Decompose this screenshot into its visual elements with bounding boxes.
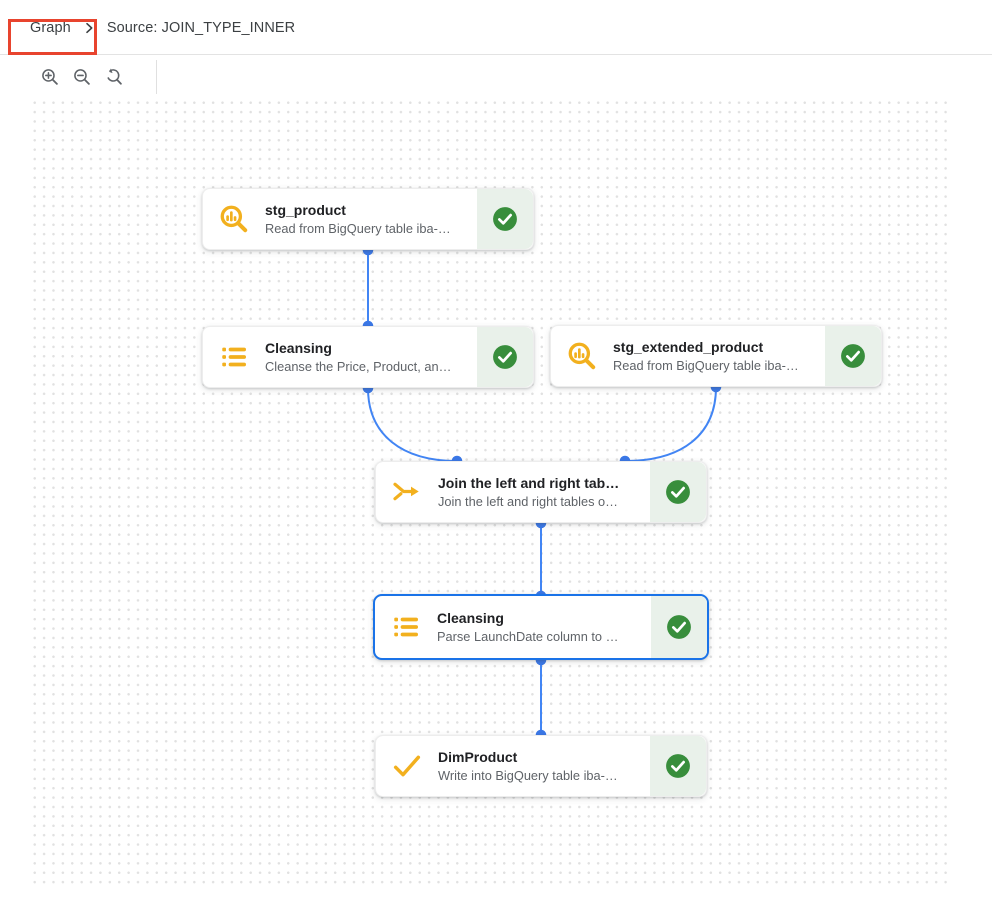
status-success-badge [650,462,706,522]
pipeline-node-cleansing_1[interactable]: Cleansing Cleanse the Price, Product, an… [202,326,534,388]
toolbar-divider [156,60,157,94]
breadcrumb-source: Source: JOIN_TYPE_INNER [106,19,296,36]
node-subtitle: Write into BigQuery table iba-… [438,767,618,783]
node-title: stg_extended_product [613,338,764,355]
bigquery-read-icon [568,342,596,370]
node-title: stg_product [265,201,346,218]
breadcrumb-graph[interactable]: Graph [30,19,71,36]
wrangler-list-icon [394,617,418,637]
pipeline-canvas[interactable]: stg_product Read from BigQuery table iba… [30,98,953,890]
node-subtitle: Cleanse the Price, Product, an… [265,358,452,374]
pipeline-node-stg_product[interactable]: stg_product Read from BigQuery table iba… [202,188,534,250]
pipeline-node-dim_product[interactable]: DimProduct Write into BigQuery table iba… [375,735,707,797]
pipeline-node-join[interactable]: Join the left and right tab… Join the le… [375,461,707,523]
write-check-icon [393,755,421,777]
pipeline-node-stg_extended_product[interactable]: stg_extended_product Read from BigQuery … [550,325,882,387]
check-circle-icon [493,207,517,231]
node-title: Cleansing [437,609,504,626]
status-success-badge [477,189,533,249]
canvas-toolbar [0,56,992,98]
node-subtitle: Join the left and right tables o… [438,493,618,509]
node-subtitle: Read from BigQuery table iba-… [613,357,799,373]
check-circle-icon [667,615,691,639]
status-success-badge [825,326,881,386]
wrangler-list-icon [222,347,246,367]
node-subtitle: Read from BigQuery table iba-… [265,220,451,236]
pipeline-node-cleansing_2[interactable]: Cleansing Parse LaunchDate column to … [373,594,709,660]
zoom-in-icon [42,69,58,85]
edge-cleansing_1-to-join [367,387,458,462]
check-circle-icon [493,345,517,369]
join-icon [393,482,419,501]
status-success-badge [650,736,706,796]
node-subtitle: Parse LaunchDate column to … [437,628,619,644]
status-success-badge [651,596,707,658]
zoom-out-icon [74,69,90,85]
check-circle-icon [666,754,690,778]
check-circle-icon [841,344,865,368]
breadcrumb-bar: Graph Source: JOIN_TYPE_INNER [0,0,992,55]
check-circle-icon [666,480,690,504]
zoom-out-button[interactable] [72,67,92,87]
edge-stg_extended_product-to-join [624,386,717,462]
node-title: Cleansing [265,339,332,356]
breadcrumb: Graph Source: JOIN_TYPE_INNER [30,0,295,55]
zoom-reset-button[interactable] [104,67,124,87]
status-success-badge [477,327,533,387]
zoom-in-button[interactable] [40,67,60,87]
node-title: Join the left and right tab… [438,474,620,491]
bigquery-read-icon [220,205,248,233]
zoom-reset-icon [107,68,122,85]
node-title: DimProduct [438,748,518,765]
chevron-right-icon [81,20,97,36]
